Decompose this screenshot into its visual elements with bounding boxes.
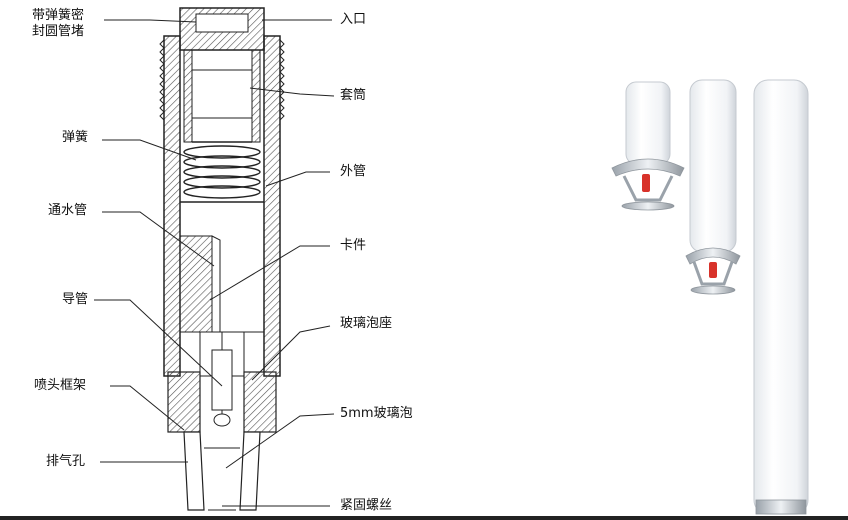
label-vent-hole: 排气孔 [46,454,86,469]
sprinkler-short [611,81,685,211]
label-inlet: 入口 [340,12,367,27]
leader-lines [94,19,335,507]
label-sealed-plug-line2: 封圆管堵 [32,24,85,39]
label-set-screw: 紧固螺丝 [340,498,393,513]
label-guide-pipe: 导管 [62,292,89,307]
water-tube [179,201,264,333]
label-sealed-plug-line1: 带弹簧密 [32,8,85,23]
label-spring: 弹簧 [62,130,89,145]
label-clip: 卡件 [340,238,367,253]
label-nozzle-frame: 喷头框架 [34,378,87,393]
sleeve [183,49,261,143]
label-bulb: 5mm玻璃泡 [340,406,413,421]
guide-pipe [199,331,245,427]
label-bulb-seat: 玻璃泡座 [340,316,393,331]
label-sleeve: 套筒 [340,88,367,103]
label-outer-pipe: 外管 [340,164,367,179]
sealed-plug [179,7,265,51]
nozzle-frame [167,371,277,511]
sprinkler-long [753,79,809,515]
spring [183,145,261,199]
label-water-tube: 通水管 [48,203,88,218]
sprinkler-medium [685,79,741,295]
bottom-border [0,516,848,520]
